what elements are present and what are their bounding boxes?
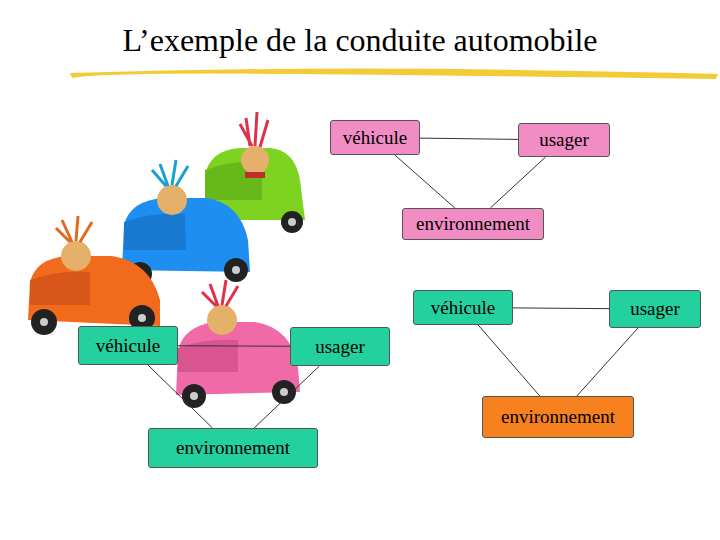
orange-car: [28, 216, 160, 335]
connector-line: [148, 365, 213, 428]
concept-box: véhicule: [78, 326, 178, 365]
connector-line: [577, 328, 638, 396]
concept-box: environnement: [482, 396, 634, 438]
connector-stroke: [490, 157, 545, 208]
connector-line: [513, 307, 609, 309]
connector-line: [490, 157, 545, 208]
box-label: véhicule: [431, 297, 495, 319]
connector-line: [395, 155, 455, 208]
box-label: véhicule: [96, 335, 160, 357]
connector-line: [478, 325, 540, 396]
box-label: environnement: [501, 406, 615, 428]
box-label: environnement: [416, 213, 530, 235]
box-label: véhicule: [343, 127, 407, 149]
connector-stroke: [178, 345, 290, 347]
concept-box: environnement: [148, 428, 318, 468]
connector-stroke: [420, 138, 518, 139]
connector-line: [254, 366, 319, 428]
connector-stroke: [478, 325, 540, 396]
connector-line: [178, 345, 290, 347]
concept-box: véhicule: [330, 120, 420, 155]
concept-box: usager: [290, 327, 390, 366]
title-underline: [70, 69, 720, 79]
connector-line: [420, 138, 518, 139]
concept-box: véhicule: [413, 290, 513, 325]
box-label: environnement: [176, 437, 290, 459]
pink-car: [176, 280, 300, 408]
box-label: usager: [539, 129, 589, 151]
concept-box: environnement: [402, 208, 544, 240]
connector-stroke: [148, 365, 213, 428]
concept-box: usager: [609, 290, 701, 328]
slide-title: L’exemple de la conduite automobile: [0, 22, 720, 59]
blue-car: [122, 160, 250, 286]
connector-stroke: [395, 155, 455, 208]
box-label: usager: [315, 336, 365, 358]
concept-box: usager: [518, 123, 610, 157]
connector-stroke: [513, 307, 609, 309]
connector-stroke: [254, 366, 319, 428]
box-label: usager: [630, 298, 680, 320]
connector-stroke: [577, 328, 638, 396]
